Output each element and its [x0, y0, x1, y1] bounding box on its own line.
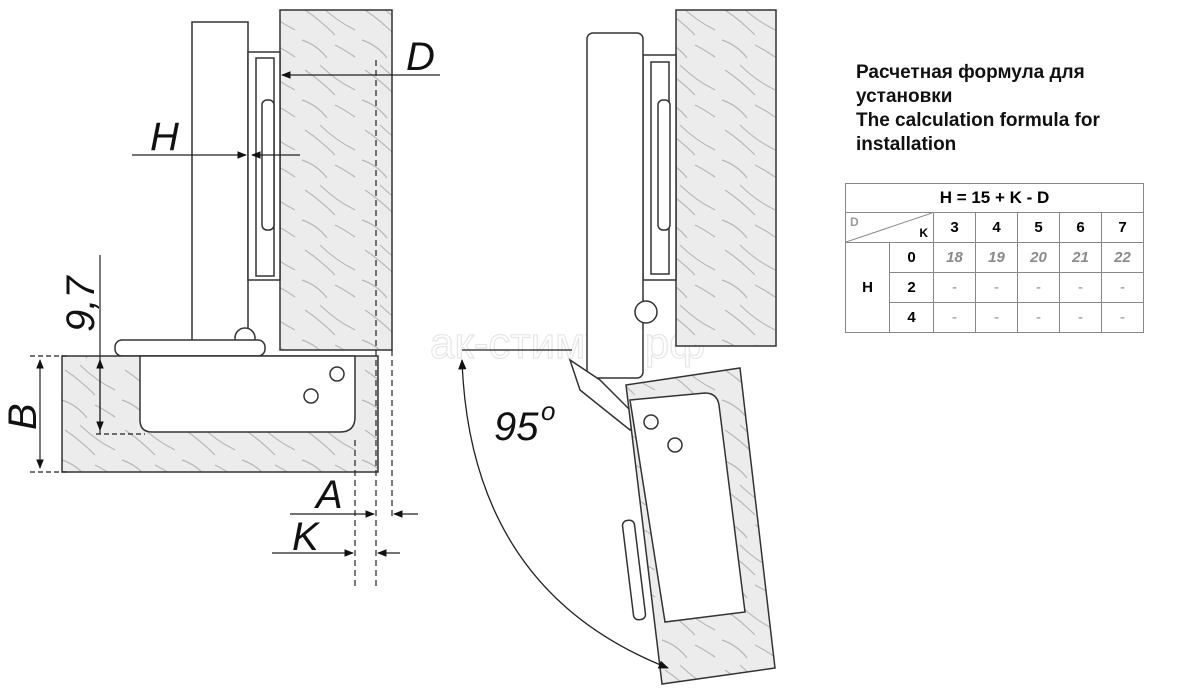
- formula-title-ru: Расчетная формула для установки: [856, 62, 1085, 107]
- label-a: A: [314, 473, 343, 517]
- formula-title-en: The calculation formula for installation: [856, 110, 1100, 155]
- cabinet-side-panel: [279, 9, 393, 351]
- k-header: 4: [975, 212, 1018, 243]
- k-header: 6: [1059, 212, 1102, 243]
- table-cell: 19: [975, 242, 1018, 273]
- hinge-arm-open: [586, 32, 644, 379]
- table-cell: -: [933, 272, 976, 303]
- table-cell: -: [975, 302, 1018, 333]
- watermark: ак-стимул.рф: [430, 319, 705, 368]
- corner-k: K: [919, 226, 928, 240]
- table-row: 4 - - - - -: [846, 302, 1144, 333]
- label-k: K: [292, 515, 321, 559]
- formula-title: Расчетная формула для установки The calc…: [856, 61, 1156, 157]
- k-header: 7: [1101, 212, 1144, 243]
- table-cell: -: [1059, 302, 1102, 333]
- dimension-lines: [30, 60, 440, 590]
- k-header: 5: [1017, 212, 1060, 243]
- table-corner: D K: [845, 212, 934, 243]
- corner-d: D: [850, 215, 859, 229]
- table-row: H 0 18 19 20 21 22: [845, 242, 1144, 333]
- table-cell: 18: [933, 242, 976, 273]
- label-angle-degree: o: [541, 396, 555, 426]
- closed-hinge-view: [61, 9, 393, 473]
- label-h: H: [150, 115, 179, 159]
- label-angle: 95: [494, 405, 539, 449]
- formula-table: H = 15 + K - D D K 3 4 5 6 7 H 0 18 19 2…: [845, 183, 1144, 333]
- hinge-arm: [191, 21, 249, 345]
- row-header-h: H: [845, 242, 890, 333]
- table-cell: -: [1059, 272, 1102, 303]
- opening-angle-arc: [458, 358, 669, 669]
- d-value: 4: [889, 302, 934, 333]
- hinge-cup: [139, 355, 356, 433]
- table-cell: -: [1017, 302, 1060, 333]
- table-cell: 20: [1017, 242, 1060, 273]
- table-cell: 22: [1101, 242, 1144, 273]
- d-value: 2: [889, 272, 934, 303]
- d-value: 0: [889, 242, 934, 273]
- table-row: 2 - - - - -: [846, 272, 1144, 303]
- cabinet-side-panel-open: [675, 9, 777, 347]
- formula-equation: H = 15 + K - D: [845, 183, 1144, 213]
- label-b: B: [1, 403, 45, 430]
- label-d: D: [406, 35, 435, 79]
- table-cell: -: [933, 302, 976, 333]
- table-cell: -: [975, 272, 1018, 303]
- table-cell: -: [1017, 272, 1060, 303]
- table-cell: -: [1101, 272, 1144, 303]
- table-cell: 21: [1059, 242, 1102, 273]
- table-cell: -: [1101, 302, 1144, 333]
- label-9-7: 9,7: [59, 275, 103, 332]
- k-header: 3: [933, 212, 976, 243]
